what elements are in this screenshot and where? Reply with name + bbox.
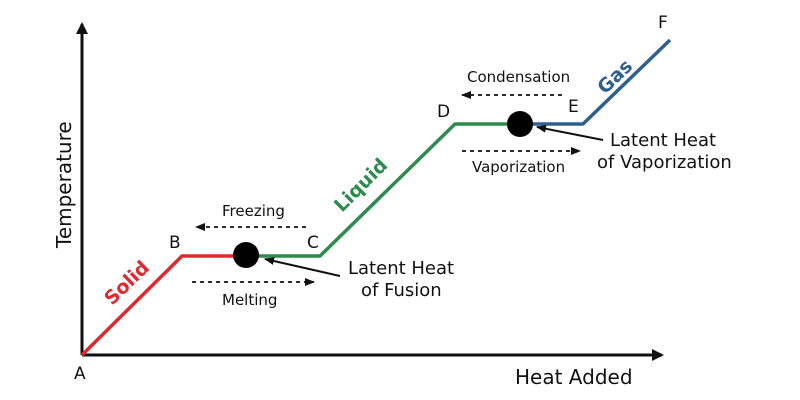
solid-segment bbox=[80, 254, 245, 357]
point-e-label: E bbox=[568, 97, 579, 117]
vaporization-label: Vaporization bbox=[472, 158, 565, 176]
fusion-callout-arrow bbox=[264, 257, 341, 277]
latent-vaporization-line2: of Vaporization bbox=[597, 152, 732, 173]
latent-vaporization-line1: Latent Heat bbox=[610, 130, 716, 151]
gas-segment bbox=[520, 38, 672, 126]
liquid-phase-label: Liquid bbox=[330, 154, 392, 216]
solid-phase-label: Solid bbox=[100, 257, 154, 310]
point-f-label: F bbox=[658, 13, 668, 33]
point-a-label: A bbox=[74, 364, 86, 384]
point-b-label: B bbox=[169, 233, 181, 253]
fusion-point bbox=[233, 242, 259, 268]
latent-fusion-line2: of Fusion bbox=[361, 280, 442, 301]
point-c-label: C bbox=[307, 233, 319, 253]
vaporization-callout-arrow bbox=[536, 124, 604, 141]
liquid-segment bbox=[245, 122, 520, 258]
condensation-label: Condensation bbox=[467, 68, 570, 86]
point-d-label: D bbox=[437, 102, 450, 122]
freezing-label: Freezing bbox=[222, 202, 285, 220]
y-axis-label: Temperature bbox=[52, 121, 76, 249]
gas-phase-label: Gas bbox=[593, 55, 637, 98]
latent-fusion-line1: Latent Heat bbox=[348, 258, 454, 279]
vaporization-point bbox=[507, 111, 533, 137]
x-axis-label: Heat Added bbox=[515, 365, 633, 389]
melting-label: Melting bbox=[222, 291, 277, 309]
